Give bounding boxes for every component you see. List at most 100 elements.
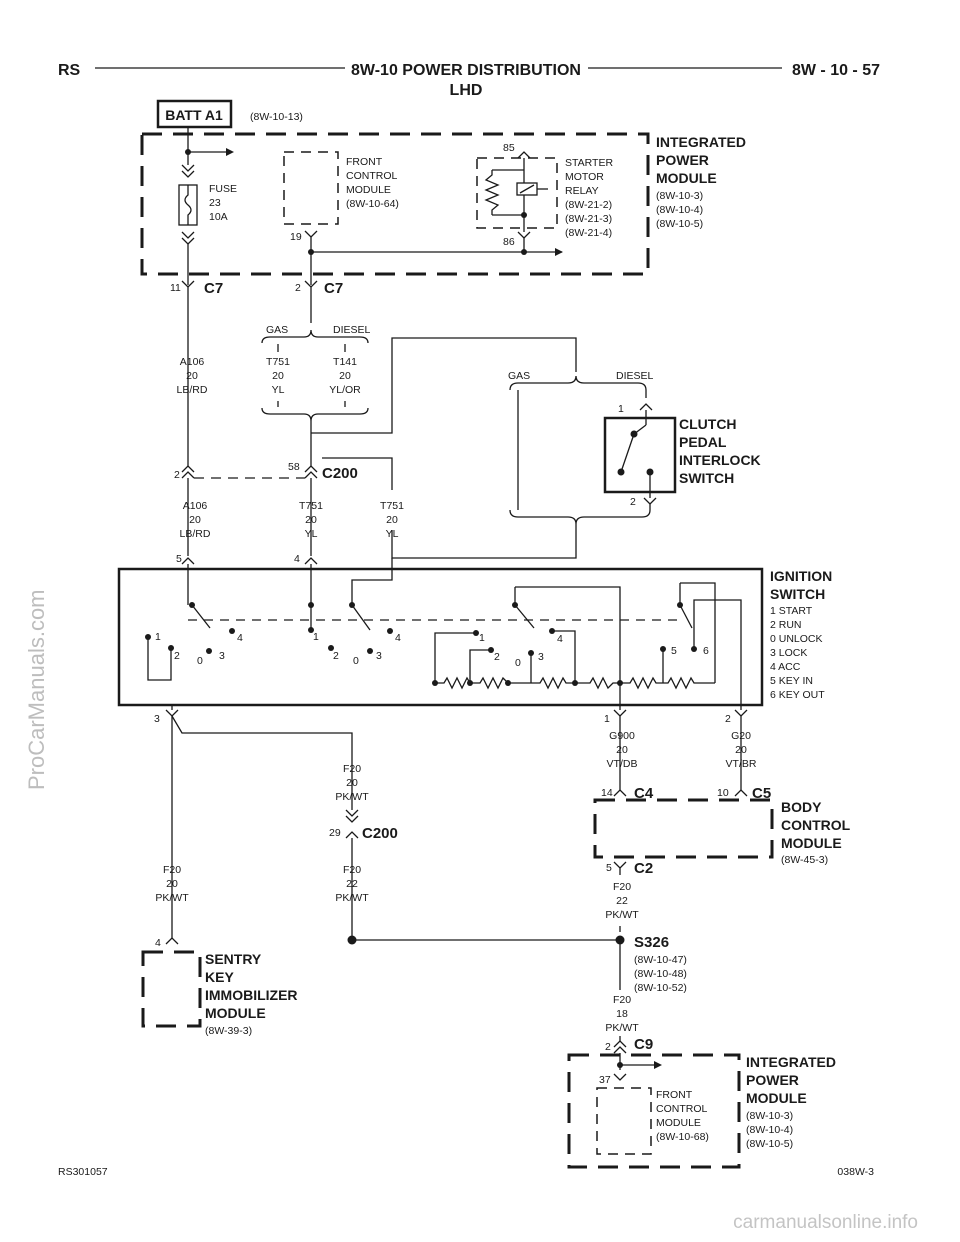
- splice-dot: [185, 149, 191, 155]
- fcm-top-label: FRONT CONTROL MODULE (8W-10-64): [346, 156, 399, 210]
- svg-text:INTEGRATED: INTEGRATED: [656, 134, 746, 150]
- c7-pin-2: 2: [295, 282, 301, 294]
- fcm-top-pin: 19: [290, 231, 302, 243]
- svg-text:(8W-45-3): (8W-45-3): [781, 854, 828, 866]
- svg-text:MODULE: MODULE: [346, 184, 391, 196]
- connector-icon: [639, 403, 653, 411]
- batt-label: BATT A1: [165, 107, 223, 123]
- wire-label-f20-a: F20 20 PK/WT: [335, 763, 369, 803]
- clutch-switch-name: CLUTCH PEDAL INTERLOCK SWITCH: [679, 416, 761, 486]
- c7-label-b: C7: [324, 280, 343, 297]
- svg-text:VT/DB: VT/DB: [607, 758, 638, 770]
- ign-pin-1: 1: [604, 713, 610, 725]
- svg-text:CLUTCH: CLUTCH: [679, 416, 737, 432]
- svg-text:(8W-21-2): (8W-21-2): [565, 199, 612, 211]
- option-brace-top: [261, 329, 369, 344]
- wire-t751-ign: [391, 524, 577, 559]
- relay-pin-86: 86: [503, 236, 515, 248]
- svg-text:6 KEY OUT: 6 KEY OUT: [770, 689, 825, 701]
- svg-text:PK/WT: PK/WT: [155, 892, 189, 904]
- svg-text:G900: G900: [609, 730, 635, 742]
- svg-text:FRONT: FRONT: [346, 156, 383, 168]
- connector-icon: [345, 809, 359, 823]
- connector-icon: [517, 151, 531, 159]
- clutch-switch-contact: [620, 433, 635, 473]
- svg-text:(8W-10-68): (8W-10-68): [656, 1131, 709, 1143]
- arrow-icon: [654, 1061, 662, 1069]
- svg-text:3 LOCK: 3 LOCK: [770, 647, 807, 659]
- ign-wiper-1: [191, 604, 211, 629]
- option-diesel-left: DIESEL: [333, 324, 371, 336]
- c9-pin: 2: [605, 1041, 611, 1053]
- fuse-clip-icon: [181, 231, 195, 245]
- svg-text:20: 20: [305, 514, 317, 526]
- connector-icon: [181, 557, 195, 565]
- ign-pos-4b: 4: [395, 632, 401, 644]
- fuse-clip-icon: [181, 164, 195, 178]
- svg-text:PK/WT: PK/WT: [335, 791, 369, 803]
- svg-text:YL: YL: [386, 528, 399, 540]
- svg-text:22: 22: [616, 895, 628, 907]
- ign-pos-1b: 1: [313, 631, 319, 643]
- svg-text:INTERLOCK: INTERLOCK: [679, 452, 761, 468]
- c9-label: C9: [634, 1036, 653, 1053]
- wire-label-t751-right: T751 20 YL: [380, 500, 404, 540]
- svg-text:10A: 10A: [209, 211, 228, 223]
- svg-text:20: 20: [166, 878, 178, 890]
- c200-top-label: C200: [322, 465, 358, 482]
- connector-icon: [734, 709, 748, 717]
- bcm-c4-label: C4: [634, 785, 654, 802]
- svg-text:T751: T751: [266, 356, 290, 368]
- bcm-c5-label: C5: [752, 785, 771, 802]
- svg-text:(8W-10-47): (8W-10-47): [634, 954, 687, 966]
- svg-text:(8W-10-5): (8W-10-5): [656, 218, 703, 230]
- c200-top-pin-2: 2: [174, 469, 180, 481]
- ign-key-switch: [679, 604, 693, 629]
- relay-coil-icon: [484, 170, 500, 215]
- header-subtitle: LHD: [450, 82, 483, 99]
- ign-pin-2: 2: [725, 713, 731, 725]
- watermark-side: ProCarManuals.com: [24, 589, 49, 790]
- svg-text:F20: F20: [613, 881, 631, 893]
- wire-label-g20: G20 20 VT/BR: [726, 730, 757, 770]
- bcm-c2-label: C2: [634, 860, 653, 877]
- ign-pos-0b: 0: [353, 655, 359, 667]
- wire-f20-center: [171, 715, 353, 810]
- ignition-switch-box: [117, 567, 764, 707]
- relay-label: STARTER MOTOR RELAY (8W-21-2) (8W-21-3) …: [565, 157, 613, 239]
- splice-dot: [347, 935, 357, 945]
- wire-label-f20-18: F20 18 PK/WT: [605, 994, 639, 1034]
- connector-icon: [181, 465, 195, 479]
- ign-pos-0a: 0: [197, 655, 203, 667]
- svg-text:MODULE: MODULE: [656, 170, 717, 186]
- ign-pos-1a: 1: [155, 631, 161, 643]
- svg-text:4 ACC: 4 ACC: [770, 661, 801, 673]
- option-gas-left: GAS: [266, 324, 288, 336]
- svg-text:(8W-10-64): (8W-10-64): [346, 198, 399, 210]
- svg-text:T141: T141: [333, 356, 357, 368]
- svg-text:LB/RD: LB/RD: [177, 384, 208, 396]
- svg-text:F20: F20: [613, 994, 631, 1006]
- svg-text:T751: T751: [380, 500, 404, 512]
- svg-text:0 UNLOCK: 0 UNLOCK: [770, 633, 823, 645]
- skim-pin: 4: [155, 937, 161, 949]
- ign-pin-4: 4: [294, 553, 300, 565]
- ign-pos-2c: 2: [494, 651, 500, 663]
- ign-pos-4c: 4: [557, 633, 563, 645]
- s326-refs: (8W-10-47) (8W-10-48) (8W-10-52): [634, 954, 687, 994]
- svg-text:5 KEY IN: 5 KEY IN: [770, 675, 813, 687]
- svg-text:SWITCH: SWITCH: [679, 470, 734, 486]
- watermark-bottom: carmanualsonline.info: [733, 1212, 918, 1233]
- wire-label-t751-top: T751 20 YL: [266, 356, 290, 396]
- ignition-legend: 1 START 2 RUN 0 UNLOCK 3 LOCK 4 ACC 5 KE…: [770, 605, 825, 701]
- connector-icon: [734, 789, 748, 797]
- ign-pos-0c: 0: [515, 657, 521, 669]
- svg-text:POWER: POWER: [746, 1072, 799, 1088]
- fcm-top-box: [283, 151, 339, 225]
- svg-text:PK/WT: PK/WT: [335, 892, 369, 904]
- ignition-switch-name: IGNITION SWITCH: [770, 568, 832, 602]
- svg-text:RELAY: RELAY: [565, 185, 599, 197]
- svg-text:(8W-10-52): (8W-10-52): [634, 982, 687, 994]
- bcm-c4-pin: 14: [601, 787, 613, 799]
- svg-text:T751: T751: [299, 500, 323, 512]
